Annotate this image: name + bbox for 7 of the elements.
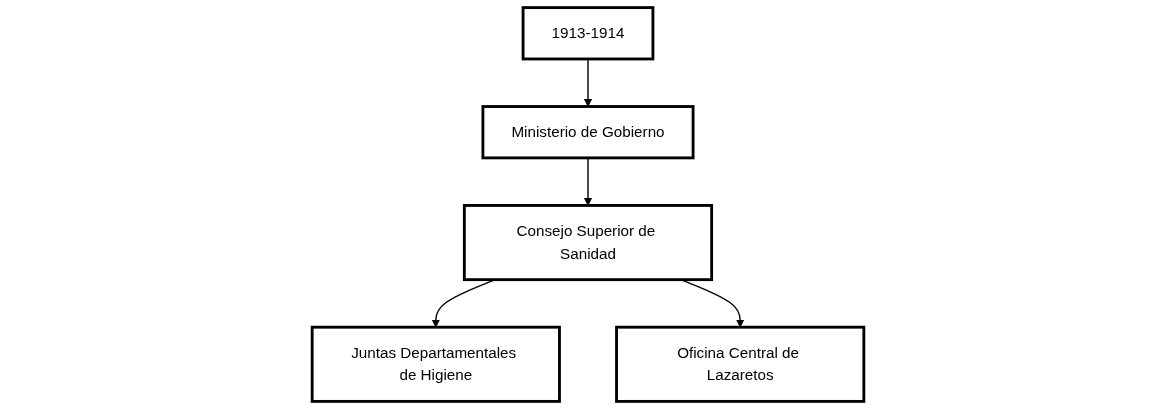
node-box: 1913-1914 — [521, 6, 654, 61]
arrow — [583, 58, 592, 107]
arrow — [583, 157, 592, 206]
node-box: Consejo Superior de Sanidad — [462, 204, 713, 282]
node-box: Oficina Central de Lazaretos — [614, 325, 865, 403]
node-box: Ministerio de Gobierno — [481, 105, 694, 160]
node-box: Juntas Departamentales de Higiene — [310, 325, 561, 403]
